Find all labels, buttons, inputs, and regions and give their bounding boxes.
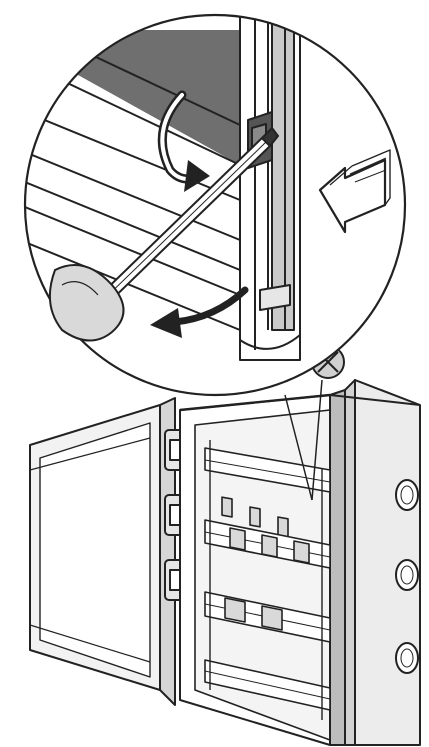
leader-lines — [284, 379, 323, 501]
enclosure-door — [29, 397, 176, 706]
din-rail — [204, 591, 331, 643]
circuit-breaker-row — [224, 597, 283, 631]
knockout-hole — [395, 559, 419, 591]
direction-arrow-icon — [318, 149, 391, 234]
pull-arrow-icon — [150, 286, 249, 338]
din-rail — [204, 659, 331, 711]
curved-arrow-icon — [157, 90, 210, 192]
screwdriver-icon — [48, 127, 279, 342]
enclosure-group — [29, 379, 421, 746]
circuit-breaker-row — [229, 527, 310, 564]
din-rail-group — [204, 440, 331, 720]
knockout-hole — [395, 642, 419, 674]
circuit-breaker-row — [221, 496, 289, 538]
knockout-hole-group — [395, 479, 419, 674]
din-rail — [204, 519, 331, 569]
knockout-hole — [395, 479, 419, 511]
din-rail — [204, 447, 331, 538]
